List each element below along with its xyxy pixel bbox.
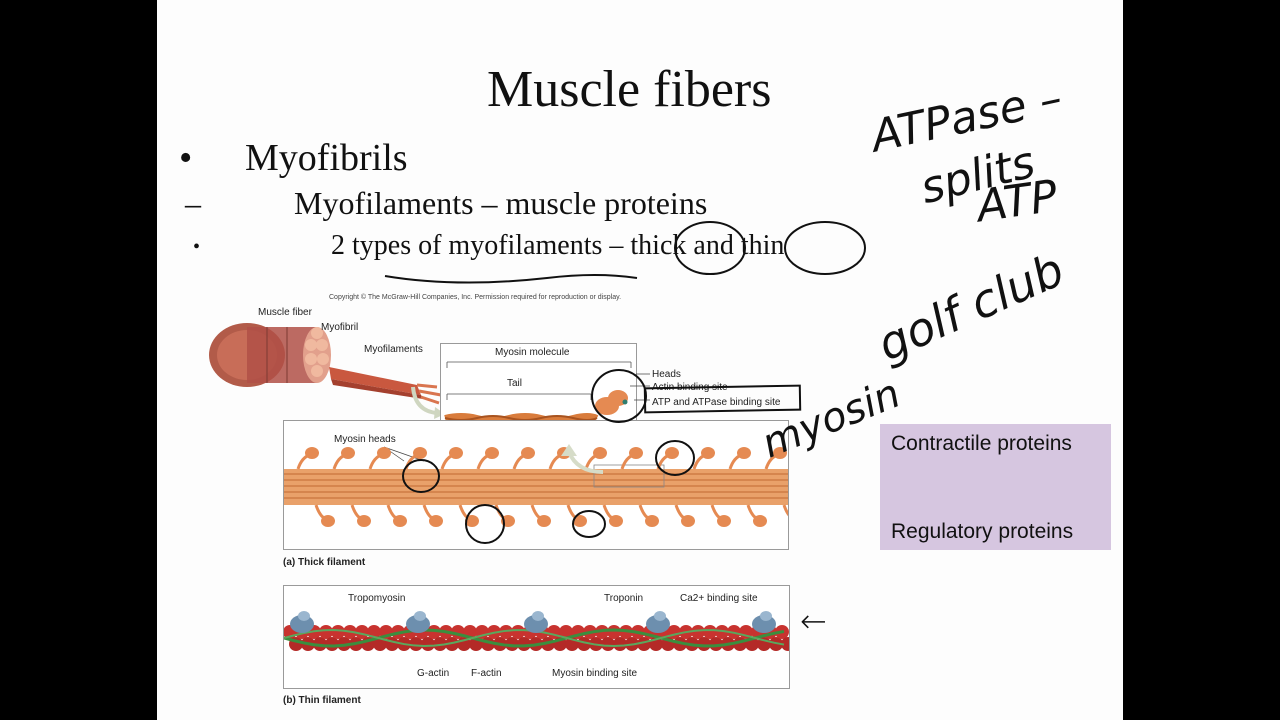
g-actin-bead xyxy=(691,625,705,639)
legend-contractile: Contractile proteins xyxy=(891,432,1072,455)
bullet-text-1: Myofibrils xyxy=(245,137,408,179)
bullet-marker-3: • xyxy=(193,236,201,258)
label-atp-binding-site: ATP and ATPase binding site xyxy=(652,397,781,408)
g-actin-bead xyxy=(781,637,789,651)
ink-marks xyxy=(384,221,866,544)
label-myofibril: Myofibril xyxy=(321,322,359,333)
label-myosin-heads: Myosin heads xyxy=(334,434,396,445)
myosin-head xyxy=(485,447,499,459)
g-actin-bead xyxy=(421,637,435,651)
protein-legend-box: Contractile proteins Regulatory proteins xyxy=(880,424,1111,550)
myosin-neck xyxy=(782,504,788,517)
bullet-text-2: Myofilaments – muscle proteins xyxy=(294,185,708,221)
slide: Muscle fibers • Myofibrils – Myofilament… xyxy=(157,0,1123,720)
troponin-subunit xyxy=(298,611,310,621)
myosin-head xyxy=(665,447,679,459)
myosin-head xyxy=(537,515,551,527)
annotation-arrow: ← xyxy=(800,602,827,640)
myosin-head xyxy=(341,447,355,459)
myosin-head xyxy=(429,515,443,527)
label-troponin: Troponin xyxy=(604,593,644,604)
g-actin-bead xyxy=(427,625,441,639)
myosin-head xyxy=(305,447,319,459)
label-f-actin: F-actin xyxy=(471,668,502,679)
bullet-marker-1: • xyxy=(179,137,193,179)
myosin-head xyxy=(717,515,731,527)
myosin-head xyxy=(645,515,659,527)
g-actin-bead xyxy=(505,637,519,651)
g-actin-bead xyxy=(715,625,729,639)
thick-filament-panel: Myosin heads xyxy=(283,420,789,550)
bullet-text-3: 2 types of myofilaments – thick and thin xyxy=(331,230,785,261)
myosin-head xyxy=(753,515,767,527)
myosin-head xyxy=(377,447,391,459)
leader-lines xyxy=(630,373,650,401)
myosin-head xyxy=(357,515,371,527)
troponin-subunit xyxy=(654,611,666,621)
myosin-head xyxy=(681,515,695,527)
myosin-head xyxy=(413,447,427,459)
label-tail: Tail xyxy=(507,378,523,389)
myosin-head xyxy=(449,447,463,459)
g-actin-bead xyxy=(325,637,339,651)
myosin-head xyxy=(773,447,787,459)
label-tropomyosin: Tropomyosin xyxy=(348,593,406,604)
label-g-actin: G-actin xyxy=(417,668,450,679)
myosin-head xyxy=(609,515,623,527)
g-actin-bead xyxy=(511,625,525,639)
muscle-fiber-illustration xyxy=(209,323,442,405)
g-actin-bead xyxy=(697,637,711,651)
slide-title: Muscle fibers xyxy=(487,61,772,118)
g-actin-bead xyxy=(709,637,723,651)
label-heads: Heads xyxy=(652,369,681,380)
g-actin-bead xyxy=(499,625,513,639)
return-arrow-icon xyxy=(561,444,604,474)
g-actin-bead xyxy=(703,625,717,639)
myosin-head xyxy=(737,447,751,459)
label-muscle-fiber: Muscle fiber xyxy=(258,307,312,318)
label-ca-binding-site: Ca2+ binding site xyxy=(680,593,758,604)
g-actin-bead xyxy=(607,625,621,639)
caption-thick-filament: (a) Thick filament xyxy=(283,557,366,568)
thick-filament-drawing xyxy=(284,446,788,527)
g-actin-bead xyxy=(601,637,615,651)
legend-regulatory: Regulatory proteins xyxy=(891,520,1074,543)
g-actin-bead xyxy=(613,637,627,651)
thin-filament-drawing xyxy=(284,611,789,651)
copyright-note: Copyright © The McGraw-Hill Companies, I… xyxy=(329,294,622,301)
myosin-head xyxy=(321,515,335,527)
curved-arrow-icon xyxy=(411,386,445,419)
g-actin-bead xyxy=(319,625,333,639)
myosin-head xyxy=(593,447,607,459)
troponin-subunit xyxy=(760,611,772,621)
g-actin-bead xyxy=(409,637,423,651)
myosin-head xyxy=(701,447,715,459)
label-myosin-binding-site: Myosin binding site xyxy=(552,668,638,679)
thin-filament-panel: Tropomyosin Troponin Ca2+ binding site G… xyxy=(283,585,790,689)
bullet-marker-2: – xyxy=(185,185,201,221)
troponin-subunit xyxy=(414,611,426,621)
troponin-subunit xyxy=(532,611,544,621)
label-myofilaments: Myofilaments xyxy=(364,344,423,355)
caption-thin-filament: (b) Thin filament xyxy=(283,695,361,706)
myosin-head xyxy=(573,515,587,527)
myosin-head xyxy=(393,515,407,527)
tropomyosin-strand xyxy=(284,628,785,648)
myosin-head xyxy=(465,515,479,527)
g-actin-bead xyxy=(331,625,345,639)
g-actin-bead xyxy=(559,625,573,639)
label-myosin-molecule: Myosin molecule xyxy=(495,347,570,358)
myosin-head xyxy=(629,447,643,459)
myosin-head xyxy=(521,447,535,459)
g-actin-bead xyxy=(373,637,387,651)
g-actin-bead xyxy=(517,637,531,651)
